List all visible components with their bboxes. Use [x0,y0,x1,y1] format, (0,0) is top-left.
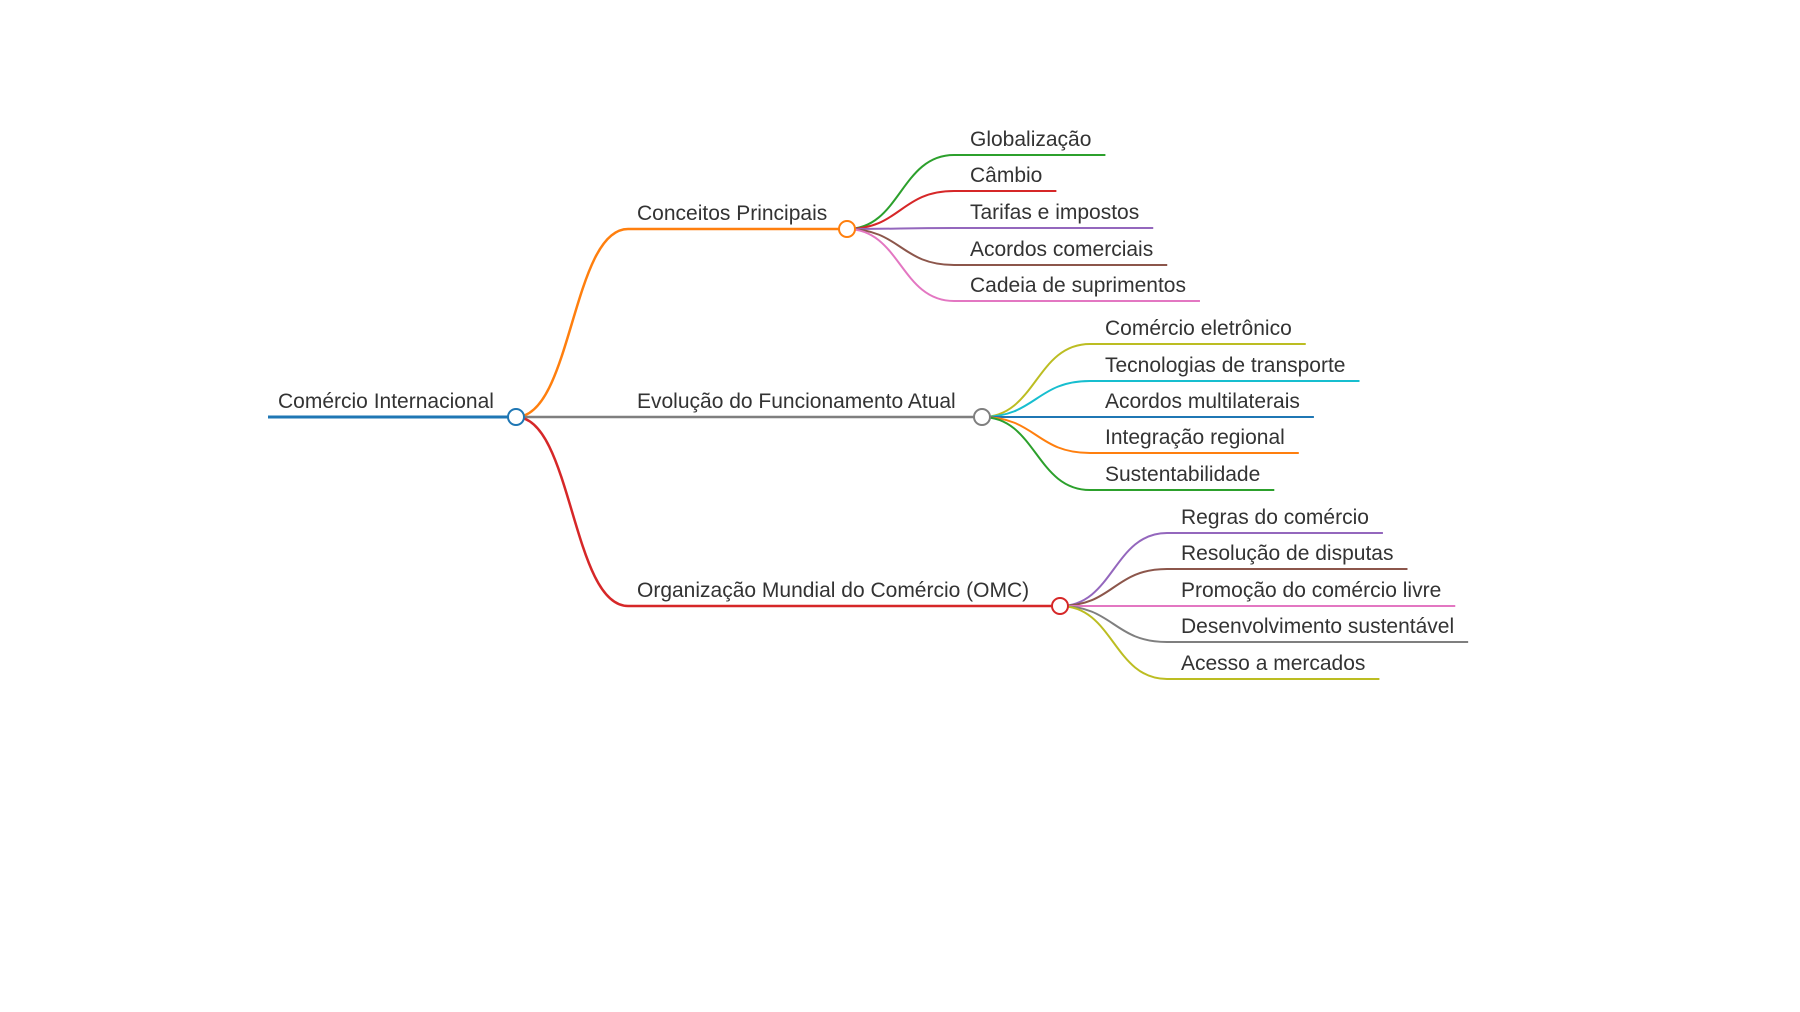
branch-node-circle[interactable] [973,408,991,426]
leaf-label: Regras do comércio [1181,506,1369,529]
leaf-label: Tarifas e impostos [970,201,1139,224]
leaf-label: Promoção do comércio livre [1181,579,1441,602]
branch-label: Organização Mundial do Comércio (OMC) [637,579,1029,602]
leaf-link [981,416,1091,454]
leaf-label: Cadeia de suprimentos [970,274,1186,297]
root-label: Comércio Internacional [278,390,494,413]
leaf-link [1059,568,1168,607]
branch-link [515,227,629,419]
leaf-link [981,380,1091,418]
leaf-label: Acesso a mercados [1181,652,1365,675]
mind-map-links [515,154,1168,680]
leaf-link [1059,605,1168,643]
root-node-circle[interactable] [507,408,525,426]
leaf-label: Integração regional [1105,426,1285,449]
leaf-label: Tecnologias de transporte [1105,354,1346,377]
leaf-link [981,416,1091,491]
mind-map-nodes [507,220,1069,615]
branch-node-circle[interactable] [838,220,856,238]
leaf-link [846,227,955,230]
leaf-link [846,190,955,230]
leaf-label: Globalização [970,128,1091,151]
branch-node-circle[interactable] [1051,597,1069,615]
branch-link [515,415,629,608]
branch-label: Conceitos Principais [637,202,827,225]
leaf-label: Desenvolvimento sustentável [1181,615,1454,638]
leaf-label: Sustentabilidade [1105,463,1260,486]
leaf-link [1059,532,1168,607]
leaf-link [1059,605,1168,680]
leaf-link [846,228,955,302]
leaf-label: Câmbio [970,164,1042,187]
leaf-label: Acordos comerciais [970,238,1153,261]
leaf-link [981,343,1091,418]
leaf-label: Resolução de disputas [1181,542,1393,565]
branch-label: Evolução do Funcionamento Atual [637,390,956,413]
mind-map-underlines [268,154,1469,680]
mind-map-labels: Comércio Internacional Conceitos Principa… [278,128,1454,675]
leaf-label: Acordos multilaterais [1105,390,1300,413]
leaf-link [846,228,955,266]
leaf-link [846,154,955,230]
leaf-label: Comércio eletrônico [1105,317,1292,340]
